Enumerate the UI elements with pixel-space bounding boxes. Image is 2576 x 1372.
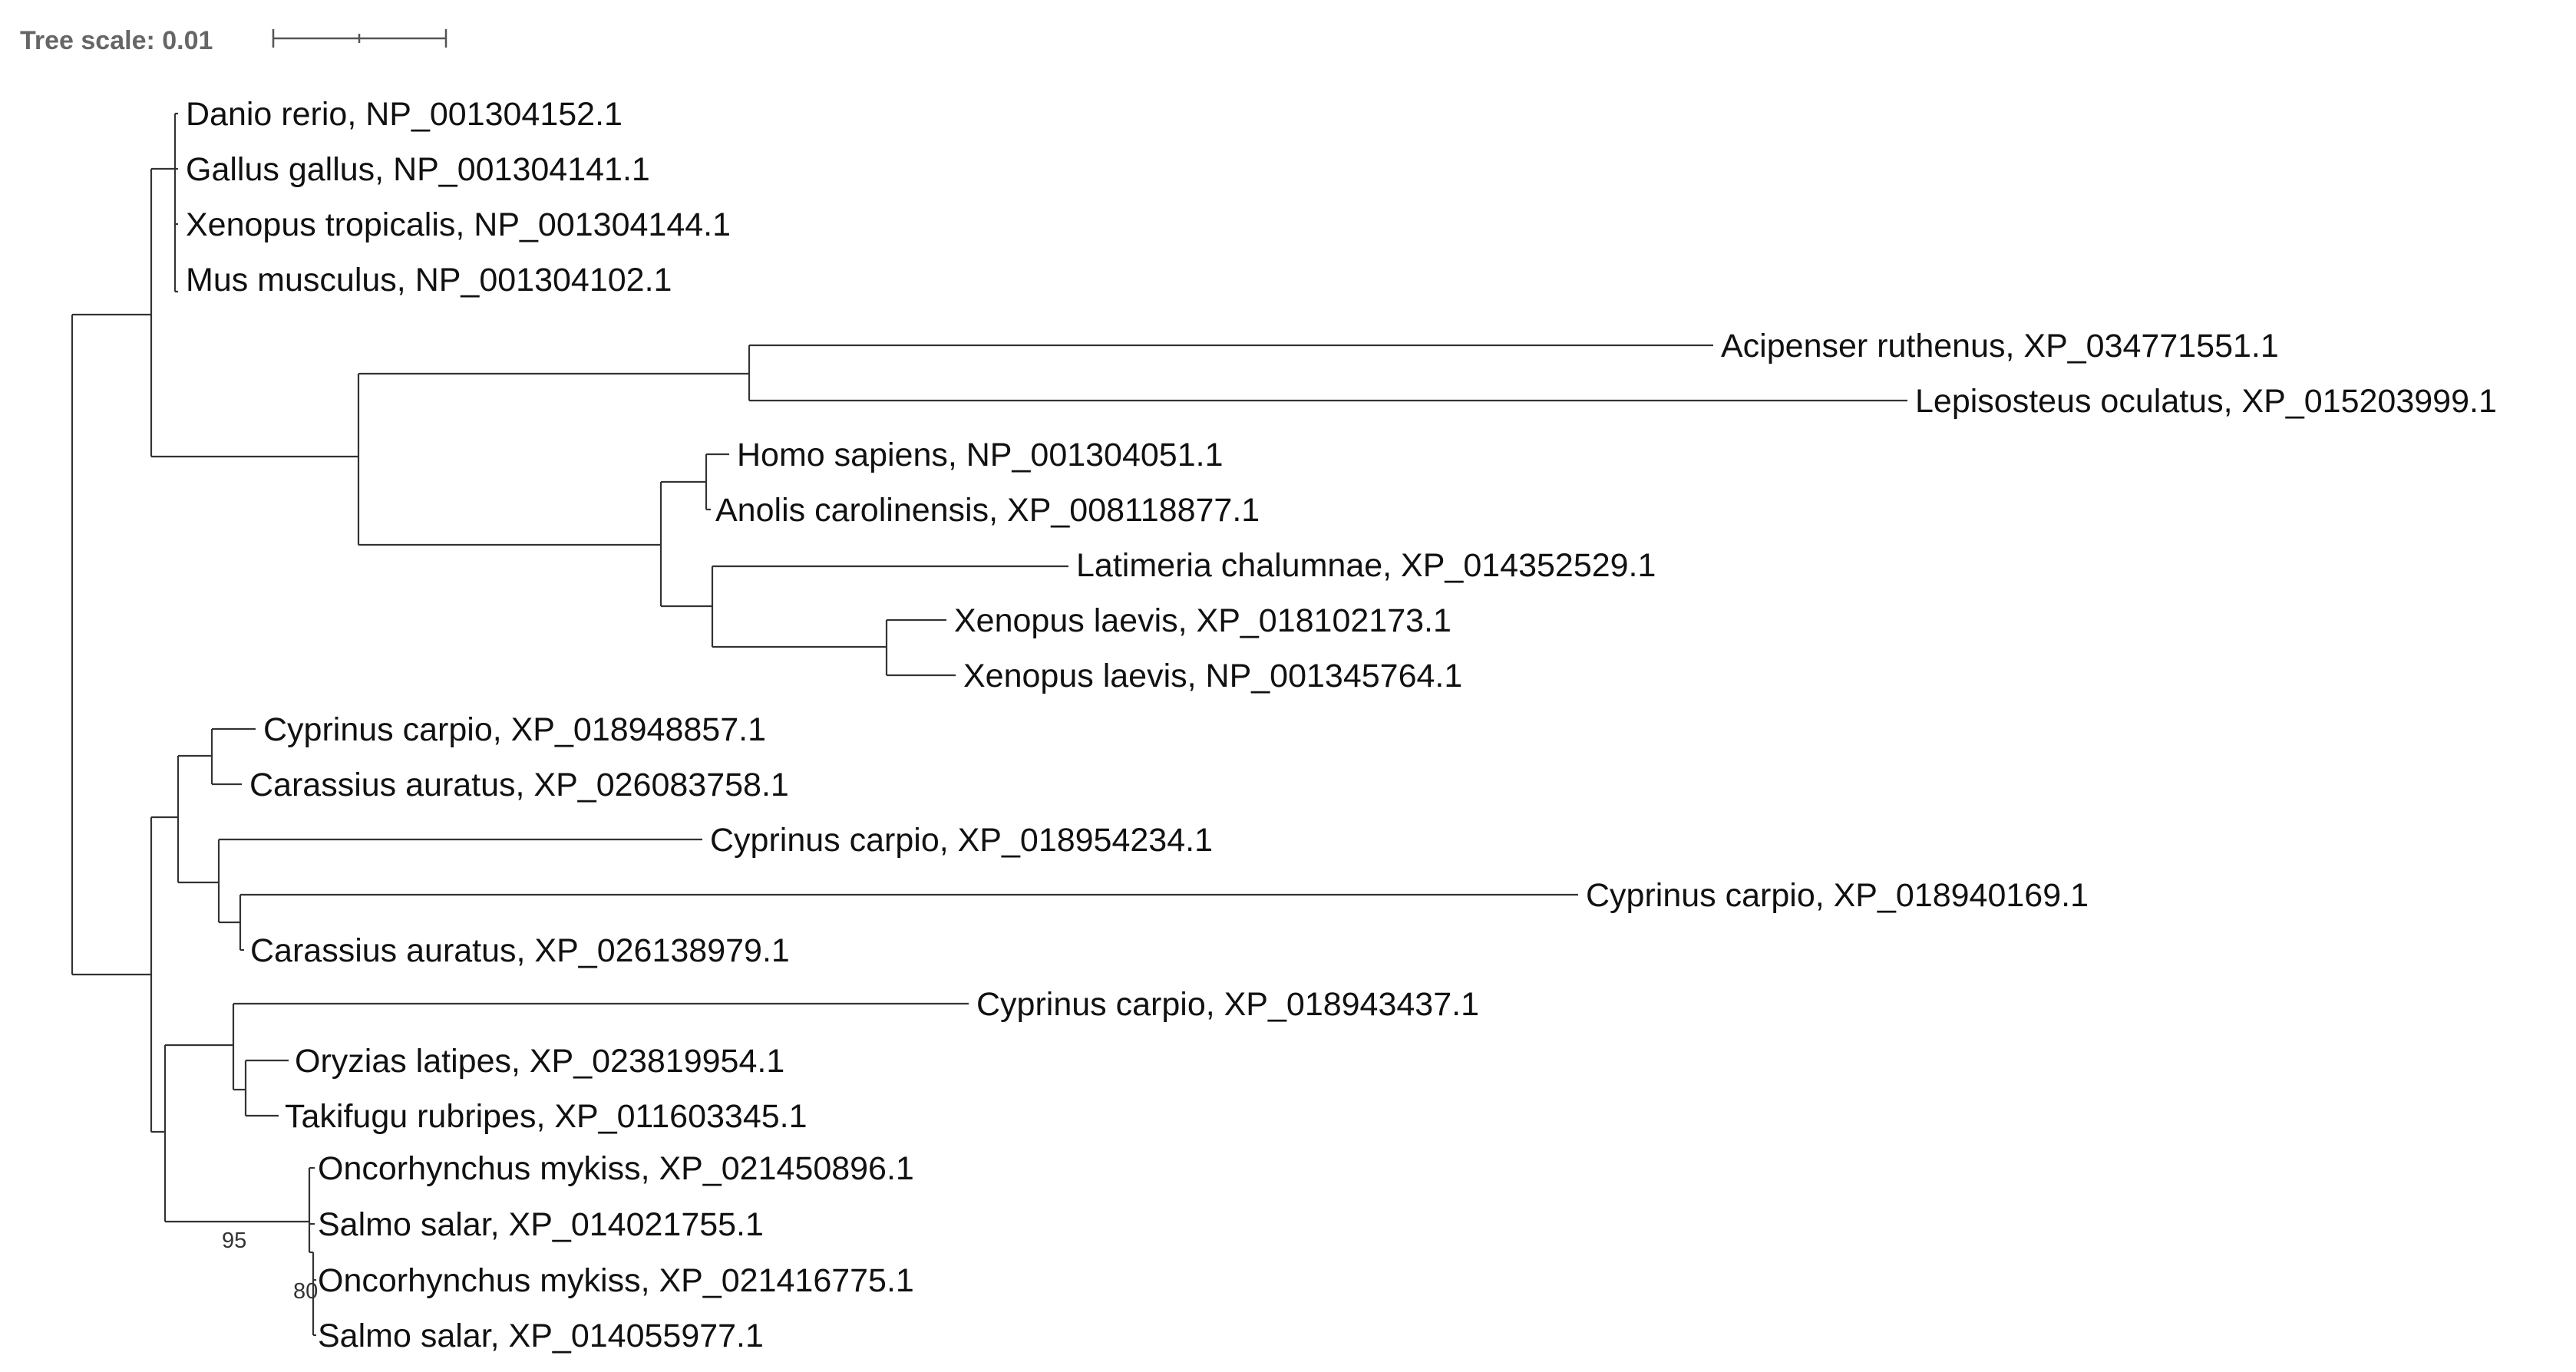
leaf-label-oncorhynchus-mykiss-2: Oncorhynchus mykiss, XP_021416775.1 [318,1262,914,1299]
leaf-label-xenopus-laevis-2: Xenopus laevis, NP_001345764.1 [963,658,1462,694]
leaf-label-latimeria-chalumnae: Latimeria chalumnae, XP_014352529.1 [1076,547,1656,584]
leaf-label-cyprinus-carpio-4: Cyprinus carpio, XP_018943437.1 [976,986,1479,1023]
leaf-label-takifugu-rubripes: Takifugu rubripes, XP_011603345.1 [285,1098,807,1135]
leaf-label-cyprinus-carpio-1: Cyprinus carpio, XP_018948857.1 [263,711,766,748]
leaf-label-homo-sapiens: Homo sapiens, NP_001304051.1 [737,437,1224,473]
leaf-label-danio-rerio: Danio rerio, NP_001304152.1 [186,96,623,133]
leaf-label-salmo-salar-1: Salmo salar, XP_014021755.1 [318,1206,764,1243]
leaf-label-xenopus-laevis-1: Xenopus laevis, XP_018102173.1 [954,602,1451,639]
leaf-label-oncorhynchus-mykiss-1: Oncorhynchus mykiss, XP_021450896.1 [318,1150,914,1187]
leaf-label-carassius-auratus-2: Carassius auratus, XP_026138979.1 [250,932,790,969]
leaf-label-acipenser-ruthenus: Acipenser ruthenus, XP_034771551.1 [1721,328,2279,364]
leaf-label-gallus-gallus: Gallus gallus, NP_001304141.1 [186,151,650,188]
leaf-labels: Danio rerio, NP_001304152.1 Gallus gallu… [186,96,2497,1354]
tree-branches [71,112,1907,1337]
leaf-label-oryzias-latipes: Oryzias latipes, XP_023819954.1 [295,1043,784,1080]
leaf-label-cyprinus-carpio-2: Cyprinus carpio, XP_018954234.1 [710,822,1213,859]
leaf-label-mus-musculus: Mus musculus, NP_001304102.1 [186,262,672,298]
support-values: 95 80 [222,1229,318,1304]
leaf-label-salmo-salar-2: Salmo salar, XP_014055977.1 [318,1318,764,1354]
leaf-label-xenopus-tropicalis: Xenopus tropicalis, NP_001304144.1 [186,206,731,243]
support-value-95: 95 [222,1229,246,1253]
tree-scale: Tree scale: 0.01 [20,26,447,55]
support-value-80: 80 [293,1279,318,1304]
tree-scale-label: Tree scale: 0.01 [20,26,213,55]
leaf-label-cyprinus-carpio-3: Cyprinus carpio, XP_018940169.1 [1586,877,2089,914]
leaf-label-carassius-auratus-1: Carassius auratus, XP_026083758.1 [249,767,789,803]
leaf-label-lepisosteus-oculatus: Lepisosteus oculatus, XP_015203999.1 [1915,383,2497,420]
leaf-label-anolis-carolinensis: Anolis carolinensis, XP_008118877.1 [715,492,1260,529]
